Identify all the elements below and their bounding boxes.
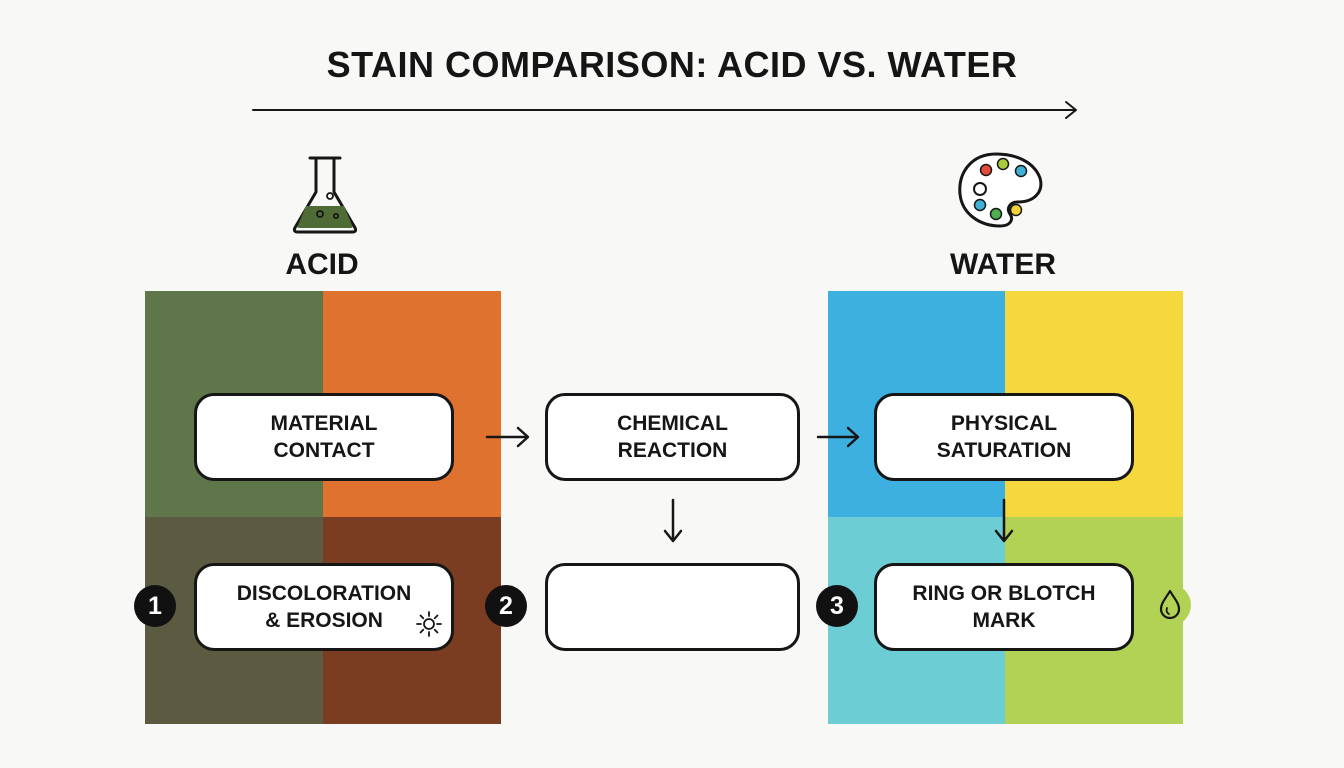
step-material-contact: MATERIAL CONTACT [194,393,454,481]
arrow-physical-down [994,498,1014,543]
sun-icon [416,611,442,637]
result-ring-blotch-mark: RING OR BLOTCH MARK [874,563,1134,651]
water-heading: WATER [949,248,1057,281]
step-physical-saturation: PHYSICAL SATURATION [874,393,1134,481]
flask-icon [292,156,358,234]
step-badge-3: 3 [816,585,858,627]
arrow-material-to-chemical [485,426,530,448]
diagram-title: STAIN COMPARISON: ACID VS. WATER [326,44,1018,85]
arrow-chemical-to-physical [816,426,860,448]
water-drop-icon [1149,584,1191,626]
title-underline-arrow [252,101,1077,119]
step-badge-1: 1 [134,585,176,627]
result-middle-empty [545,563,800,651]
step-chemical-reaction: CHEMICAL REACTION [545,393,800,481]
palette-icon [958,152,1043,228]
result-discoloration-erosion: DISCOLORATION & EROSION [194,563,454,651]
acid-heading: ACID [285,248,359,281]
arrow-chemical-down [663,498,683,543]
step-badge-2: 2 [485,585,527,627]
